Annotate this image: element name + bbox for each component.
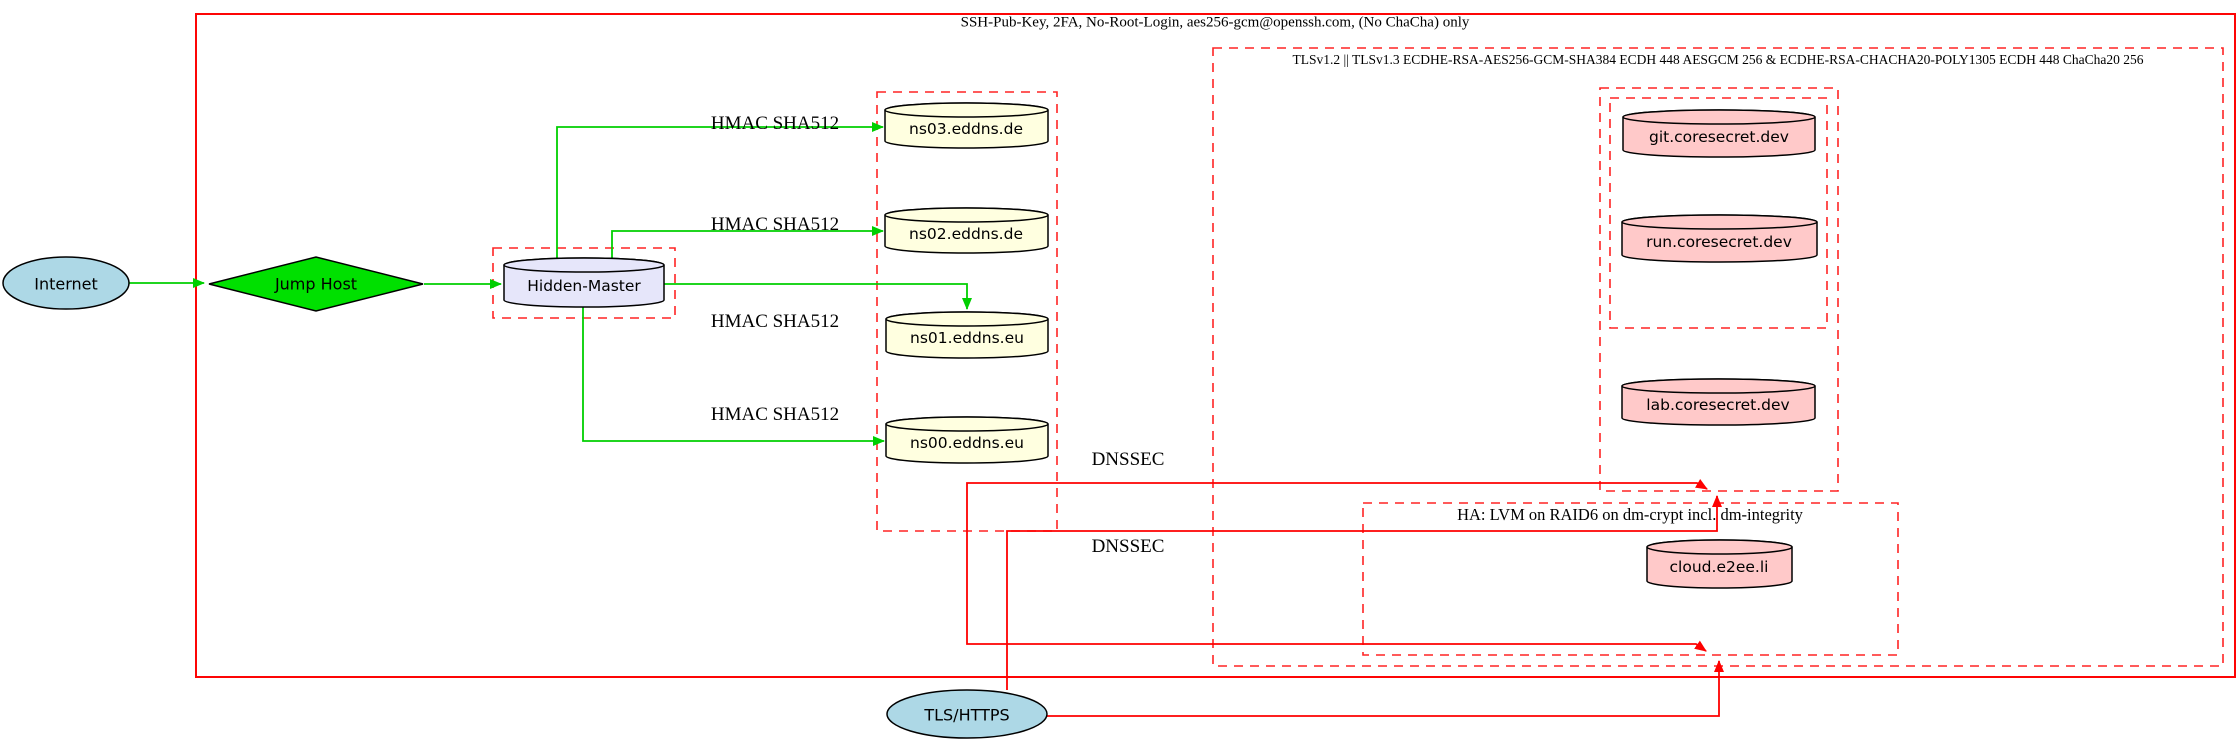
hmac-label-ns03: HMAC SHA512: [710, 113, 840, 134]
lab-label: lab.coresecret.dev: [1646, 396, 1790, 414]
jump-host-node: [208, 256, 424, 312]
hmac-label-ns02: HMAC SHA512: [710, 214, 840, 235]
tls-https-node: [886, 689, 1048, 739]
ha-cluster-border: [1362, 502, 1899, 656]
ns03-node: [884, 102, 1049, 149]
ha-cluster-label: HA: LVM on RAID6 on dm-crypt incl. dm-in…: [1457, 505, 1803, 524]
ns00-label: ns00.eddns.eu: [910, 434, 1024, 452]
edge-dns-hacluster: [966, 531, 1707, 652]
run-label: run.coresecret.dev: [1646, 233, 1792, 251]
edge-hiddenmaster-ns02: [611, 226, 884, 259]
git-node: [1622, 109, 1816, 158]
ns00-node: [885, 416, 1049, 464]
edge-hiddenmaster-ns03: [556, 122, 884, 259]
hmac-label-ns01: HMAC SHA512: [710, 311, 840, 332]
hidden-master-label: Hidden-Master: [527, 277, 641, 295]
cloud-label: cloud.e2ee.li: [1669, 558, 1769, 576]
edge-tlshttps-hacluster: [1047, 660, 1724, 717]
run-node: [1621, 214, 1818, 263]
ssh-cluster-border: [195, 13, 2236, 678]
edge-tlshttps-webcluster: [1006, 495, 1722, 690]
hidden-master-node: [503, 257, 665, 308]
edge-hiddenmaster-ns01: [664, 283, 972, 310]
ns02-node: [884, 207, 1049, 254]
cloud-node: [1646, 539, 1793, 589]
edge-dns-webcluster: [966, 479, 1708, 531]
lab-node: [1621, 378, 1816, 426]
edge-hiddenmaster-ns00: [582, 306, 885, 446]
ns01-node: [885, 311, 1049, 359]
jump-host-label: Jump Host: [274, 274, 358, 294]
hmac-label-ns00: HMAC SHA512: [710, 404, 840, 425]
tls-cluster-label: TLSv1.2 || TLSv1.3 ECDHE-RSA-AES256-GCM-…: [1292, 52, 2144, 67]
internet-node: [2, 256, 130, 310]
internet-label: Internet: [34, 274, 98, 294]
ns02-label: ns02.eddns.de: [909, 225, 1023, 243]
web-cluster-border: [1599, 87, 1839, 492]
ns01-label: ns01.eddns.eu: [910, 329, 1024, 347]
ns03-label: ns03.eddns.de: [909, 120, 1023, 138]
git-label: git.coresecret.dev: [1649, 128, 1789, 146]
dnssec-label-web: DNSSEC: [1091, 449, 1165, 470]
dnssec-label-ha: DNSSEC: [1091, 536, 1165, 557]
ssh-cluster-label: SSH-Pub-Key, 2FA, No-Root-Login, aes256-…: [960, 14, 1470, 31]
tls-https-label: TLS/HTTPS: [924, 705, 1010, 725]
